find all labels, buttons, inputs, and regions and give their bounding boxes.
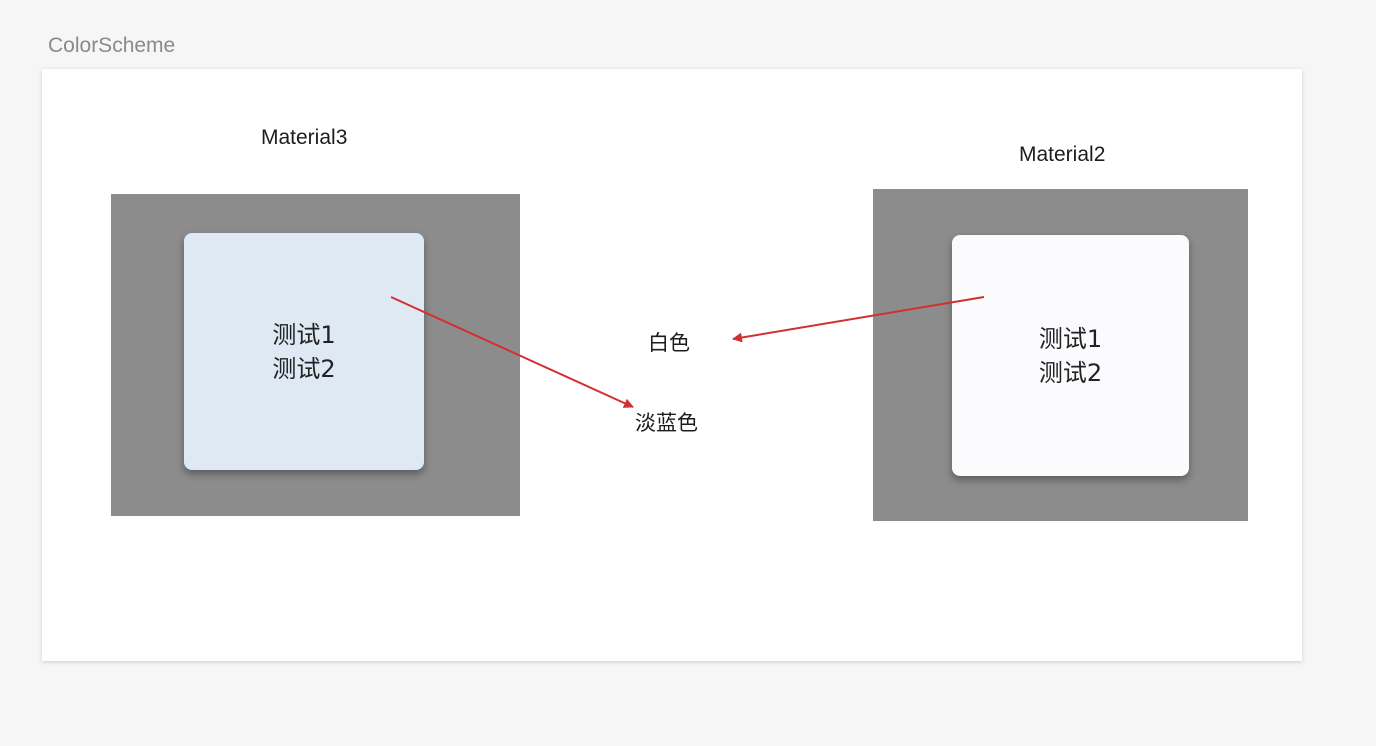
- arrow-to-white: [732, 296, 985, 343]
- card-line-2: 测试2: [272, 354, 336, 383]
- card-line-1: 测试1: [272, 320, 336, 349]
- annotation-white: 白色: [648, 331, 690, 355]
- card-line-1: 测试1: [1038, 324, 1103, 353]
- material2-label: Material2: [1019, 143, 1106, 166]
- material3-label: Material3: [261, 126, 348, 149]
- page-title: ColorScheme: [48, 34, 176, 57]
- arrow-to-light-blue: [390, 296, 634, 408]
- material2-card: 测试1 测试2: [952, 235, 1189, 476]
- material2-backdrop: 测试1 测试2: [873, 189, 1248, 521]
- annotation-light-blue: 淡蓝色: [635, 411, 698, 435]
- material3-card: 测试1 测试2: [184, 233, 424, 470]
- card-line-2: 测试2: [1038, 358, 1103, 387]
- canvas-panel: Material3 测试1 测试2 Material2 测试1 测试2 白色 淡…: [42, 69, 1302, 661]
- material3-backdrop: 测试1 测试2: [111, 194, 520, 516]
